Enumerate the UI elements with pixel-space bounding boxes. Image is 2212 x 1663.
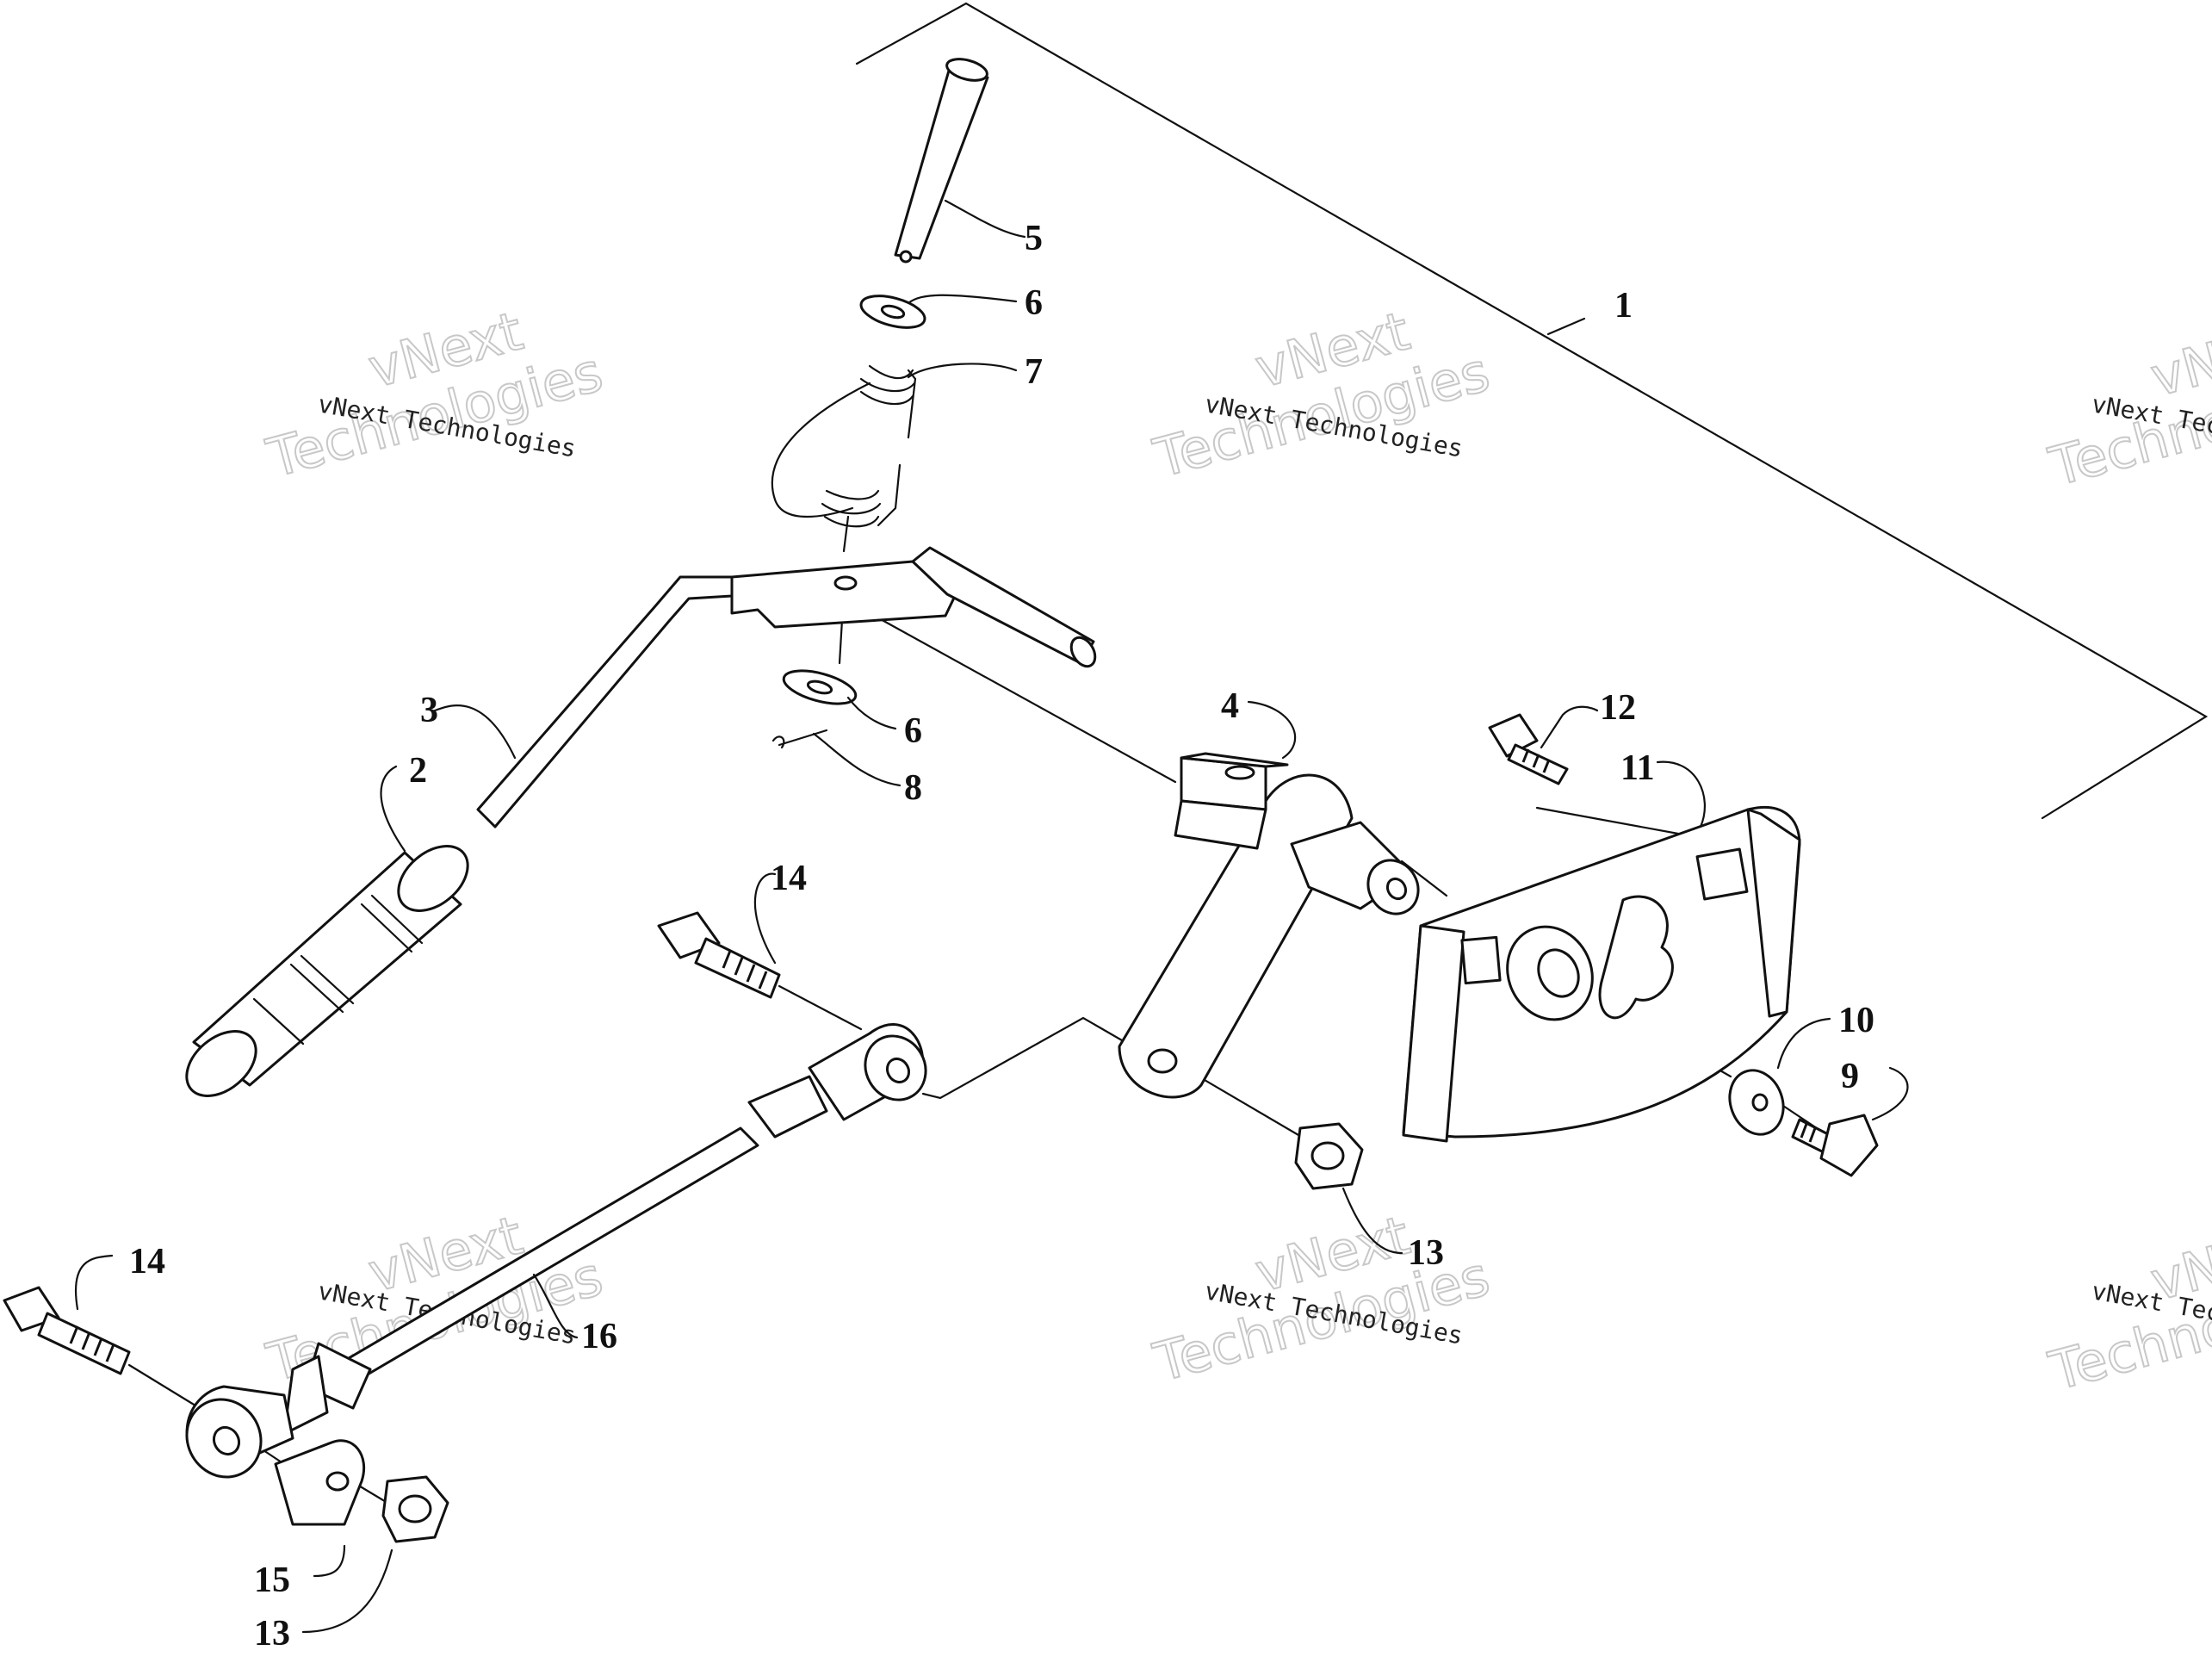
callout-15: 15 — [254, 1561, 290, 1600]
bolt-upper-left — [657, 911, 781, 999]
callout-10: 10 — [1838, 1001, 1874, 1040]
bolt-lower-right — [1791, 1114, 1879, 1177]
clevis-pin — [894, 58, 989, 264]
callout-14-lower: 14 — [129, 1242, 165, 1281]
mounting-bracket — [1402, 805, 1801, 1143]
callout-14-upper: 14 — [771, 859, 807, 898]
callout-12: 12 — [1600, 688, 1636, 728]
callout-3: 3 — [420, 691, 438, 730]
callout-6-lower: 6 — [904, 711, 922, 751]
callout-11: 11 — [1620, 748, 1655, 788]
callout-5: 5 — [1025, 219, 1043, 258]
callout-7: 7 — [1025, 352, 1043, 392]
handle-grip — [185, 845, 469, 1097]
shift-lever — [476, 546, 1097, 828]
callout-2: 2 — [409, 751, 427, 791]
assembly-bracket-line — [855, 2, 2209, 820]
bolt-upper-right — [1488, 713, 1569, 785]
callout-9: 9 — [1841, 1057, 1859, 1096]
svg-text:vNext: vNext — [2145, 307, 2212, 408]
bolt-lower-left — [3, 1286, 131, 1375]
tie-rod — [185, 1023, 927, 1479]
spacer — [274, 1439, 366, 1526]
shifter-arm — [1118, 752, 1420, 1099]
washer-lower — [782, 669, 858, 705]
callout-13-upper: 13 — [1408, 1233, 1444, 1273]
callout-16: 16 — [581, 1317, 617, 1356]
washer-right — [1728, 1069, 1785, 1136]
callout-6-upper: 6 — [1025, 283, 1043, 323]
nut-upper — [1294, 1122, 1364, 1190]
watermark-5: vNext Technologies — [1146, 1202, 1496, 1395]
watermark-4: vNext Technologies — [259, 1202, 610, 1395]
torsion-spring — [771, 364, 917, 528]
washer-upper — [859, 295, 926, 329]
leader-lines — [75, 199, 1909, 1634]
nut-lower — [381, 1475, 449, 1543]
callout-8: 8 — [904, 768, 922, 808]
callout-13-lower: 13 — [254, 1614, 290, 1654]
cotter-pin — [771, 729, 828, 749]
callout-1: 1 — [1614, 286, 1633, 326]
callout-labels: 1 2 3 4 5 6 6 7 8 9 10 11 12 13 13 14 14… — [129, 219, 1874, 1654]
callout-4: 4 — [1221, 686, 1239, 726]
